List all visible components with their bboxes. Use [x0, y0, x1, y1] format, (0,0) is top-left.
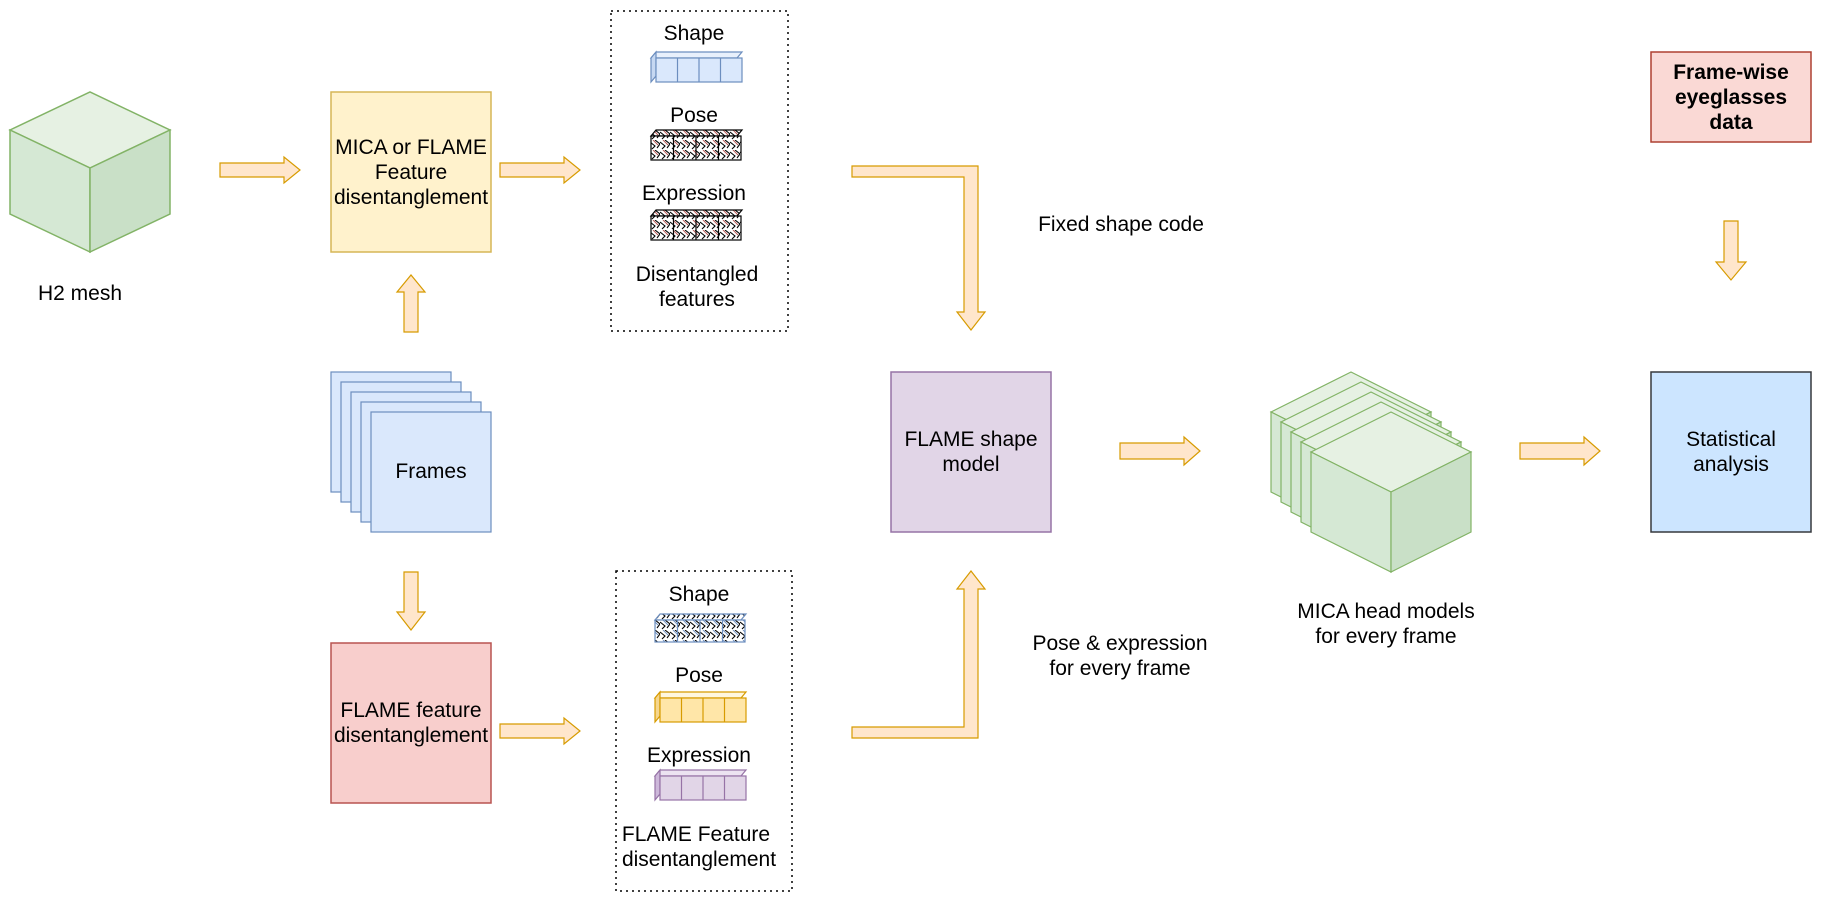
arrow-model-to-heads [1119, 435, 1201, 467]
flame-feature-label-1: FLAME feature [340, 699, 481, 722]
bottom-shape-blocks [653, 613, 748, 643]
arrow-mesh-to-mica [219, 155, 301, 185]
top-caption-1: Disentangled [636, 263, 759, 286]
bottom-features-group [615, 570, 793, 892]
top-features-group [610, 10, 789, 332]
top-caption-2: features [659, 288, 735, 311]
frames-stack [330, 371, 492, 533]
h2-mesh-label: H2 mesh [38, 282, 122, 305]
fixed-shape-code-label: Fixed shape code [1038, 213, 1204, 236]
arrow-mica-to-features [499, 155, 581, 185]
flame-feature-label-2: disentanglement [334, 724, 488, 747]
arrow-heads-to-analysis [1519, 435, 1601, 467]
bottom-expression-label: Expression [647, 744, 751, 767]
mica-heads-label-1: MICA head models [1297, 600, 1474, 623]
bottom-pose-blocks [653, 690, 748, 724]
h2-mesh-cube-icon [8, 91, 172, 254]
top-shape-label: Shape [664, 22, 725, 45]
arrow-frames-to-flame [395, 571, 427, 631]
mica-flame-box [330, 91, 492, 253]
bottom-expression-blocks [653, 768, 748, 802]
eyeglasses-label-2: eyeglasses [1675, 86, 1787, 109]
pose-expression-label-2: for every frame [1049, 657, 1190, 680]
top-pose-label: Pose [670, 104, 718, 127]
bottom-caption-2: disentanglement [622, 848, 776, 871]
flame-shape-model-label-1: FLAME shape [904, 428, 1037, 451]
eyeglasses-data-box [1650, 51, 1812, 143]
arrow-frames-to-mica [395, 274, 427, 333]
mica-flame-label-1: MICA or FLAME [335, 136, 487, 159]
eyeglasses-label-1: Frame-wise [1673, 61, 1789, 84]
flame-shape-model-label-2: model [942, 453, 999, 476]
mica-heads-label-2: for every frame [1315, 625, 1456, 648]
statistical-label-1: Statistical [1686, 428, 1776, 451]
statistical-analysis-box [1650, 371, 1812, 533]
arrow-eyeglasses-to-analysis [1714, 220, 1748, 281]
bottom-pose-label: Pose [675, 664, 723, 687]
statistical-label-2: analysis [1693, 453, 1769, 476]
arrow-flame-to-features [499, 716, 581, 746]
mica-head-models-stack-icon [1269, 371, 1473, 573]
mica-flame-label-3: disentanglement [334, 186, 488, 209]
pose-expression-label-1: Pose & expression [1032, 632, 1207, 655]
eyeglasses-label-3: data [1709, 111, 1753, 134]
bottom-shape-label: Shape [669, 583, 730, 606]
top-pose-blocks [649, 129, 744, 161]
bottom-caption-1: FLAME Feature [622, 823, 770, 846]
arrow-pose-expression [851, 570, 987, 739]
top-shape-blocks [649, 50, 744, 84]
top-expression-blocks [649, 209, 744, 241]
frames-label: Frames [395, 460, 466, 483]
flame-shape-model-box [890, 371, 1052, 533]
mica-flame-label-2: Feature [375, 161, 447, 184]
flame-feature-box [330, 642, 492, 804]
arrow-fixed-shape-code [851, 165, 987, 331]
top-expression-label: Expression [642, 182, 746, 205]
